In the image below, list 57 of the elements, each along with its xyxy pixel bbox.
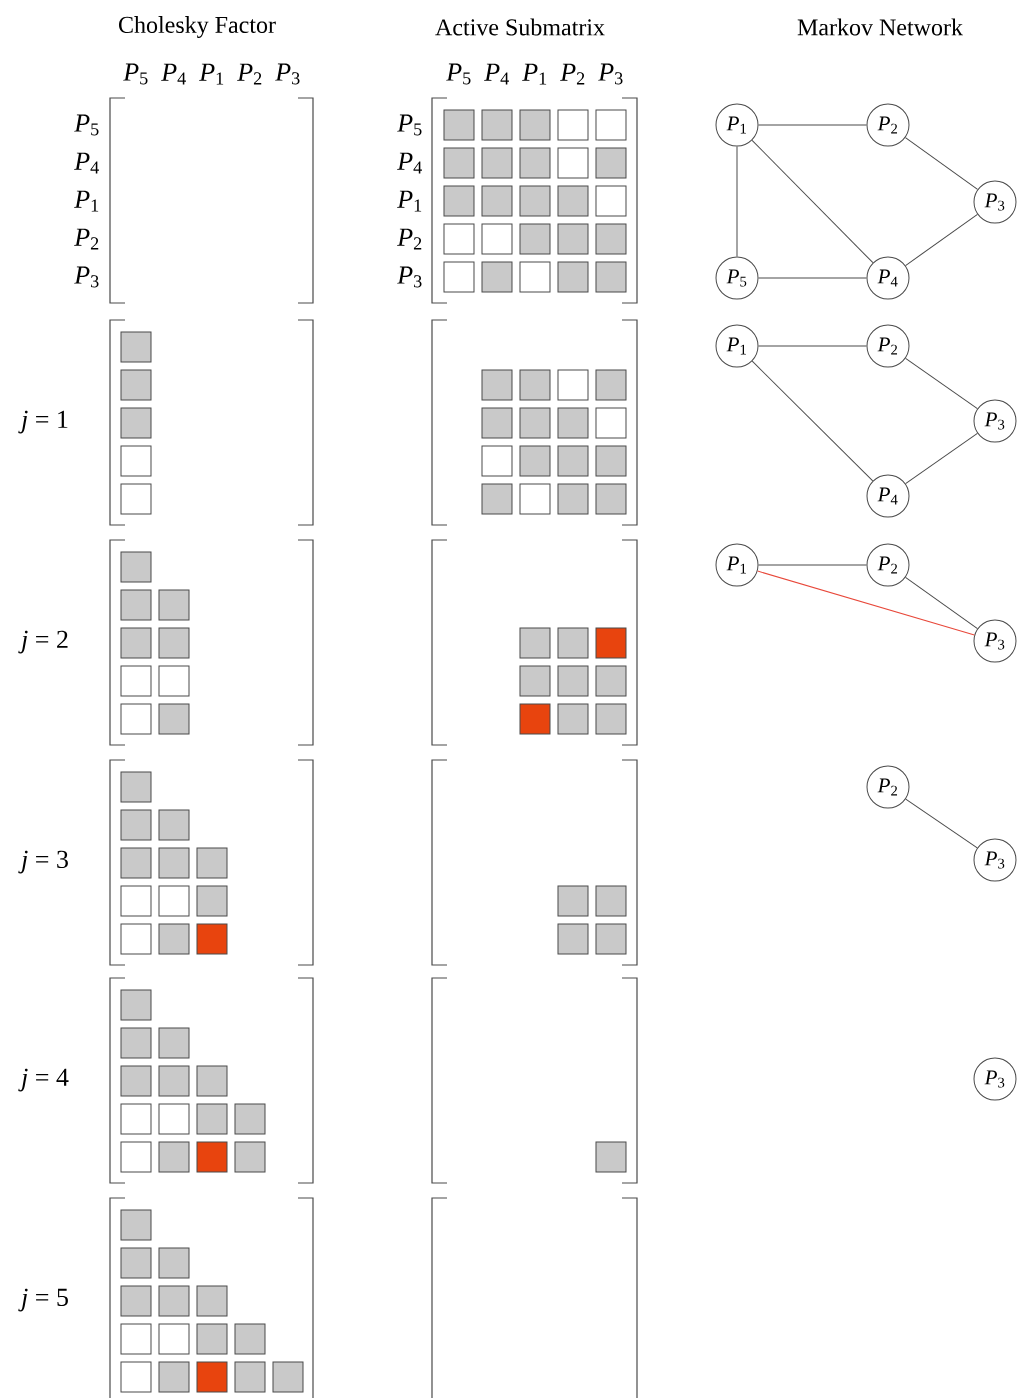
column-label: P$_{2}$ — [237, 63, 262, 85]
row-label: P$_{1}$ — [397, 190, 422, 212]
graph-edge — [758, 277, 867, 279]
graph-node: P$_{3}$ — [973, 1057, 1017, 1101]
column-label: P$_{5}$ — [446, 63, 471, 85]
row-label: P$_{1}$ — [74, 190, 99, 212]
row-label: P$_{3}$ — [397, 266, 422, 288]
graph-node: P$_{4}$ — [866, 474, 910, 518]
row-label: P$_{3}$ — [74, 266, 99, 288]
step-label: j = 1 — [18, 410, 68, 434]
graph-edge — [736, 146, 738, 257]
graph-node: P$_{3}$ — [973, 180, 1017, 224]
row-label: P$_{2}$ — [397, 228, 422, 250]
row-label: P$_{4}$ — [397, 152, 422, 174]
graph-node: P$_{1}$ — [715, 543, 759, 587]
column-label: P$_{1}$ — [522, 63, 547, 85]
column-label: P$_{4}$ — [161, 63, 186, 85]
step-label: j = 3 — [18, 850, 68, 874]
column-label: P$_{2}$ — [560, 63, 585, 85]
graph-edge — [758, 564, 867, 566]
column-title: Cholesky Factor — [119, 16, 276, 38]
graph-edge — [751, 139, 874, 264]
graph-edge — [905, 213, 978, 267]
row-label: P$_{2}$ — [74, 228, 99, 250]
graph-edge — [905, 798, 978, 849]
graph-node: P$_{4}$ — [866, 256, 910, 300]
graph-edge — [757, 570, 975, 636]
graph-edge — [758, 345, 867, 347]
row-label: P$_{4}$ — [74, 152, 99, 174]
column-label: P$_{5}$ — [123, 63, 148, 85]
graph-edge — [905, 432, 978, 485]
graph-edge — [758, 124, 867, 126]
graph-edge — [904, 137, 979, 190]
step-label: j = 4 — [18, 1068, 69, 1092]
graph-node: P$_{3}$ — [973, 399, 1017, 443]
row-label: P$_{5}$ — [397, 114, 422, 136]
graph-edge — [751, 360, 874, 482]
column-label: P$_{4}$ — [484, 63, 509, 85]
graph-node: P$_{5}$ — [715, 256, 759, 300]
column-label: P$_{3}$ — [598, 63, 623, 85]
graph-node: P$_{2}$ — [866, 103, 910, 147]
column-label: P$_{1}$ — [199, 63, 224, 85]
column-title: Markov Network — [797, 18, 963, 36]
graph-node: P$_{3}$ — [973, 619, 1017, 663]
graph-edge — [905, 357, 978, 410]
graph-edge — [905, 576, 978, 630]
graph-node: P$_{2}$ — [866, 543, 910, 587]
column-title: Active Submatrix — [435, 18, 605, 36]
graph-node: P$_{2}$ — [866, 765, 910, 809]
column-label: P$_{3}$ — [275, 63, 300, 85]
row-label: P$_{5}$ — [74, 114, 99, 136]
graph-node: P$_{1}$ — [715, 324, 759, 368]
graph-node: P$_{3}$ — [973, 838, 1017, 882]
graph-node: P$_{1}$ — [715, 103, 759, 147]
graph-node: P$_{2}$ — [866, 324, 910, 368]
step-label: j = 2 — [18, 630, 68, 654]
step-label: j = 5 — [18, 1288, 68, 1312]
